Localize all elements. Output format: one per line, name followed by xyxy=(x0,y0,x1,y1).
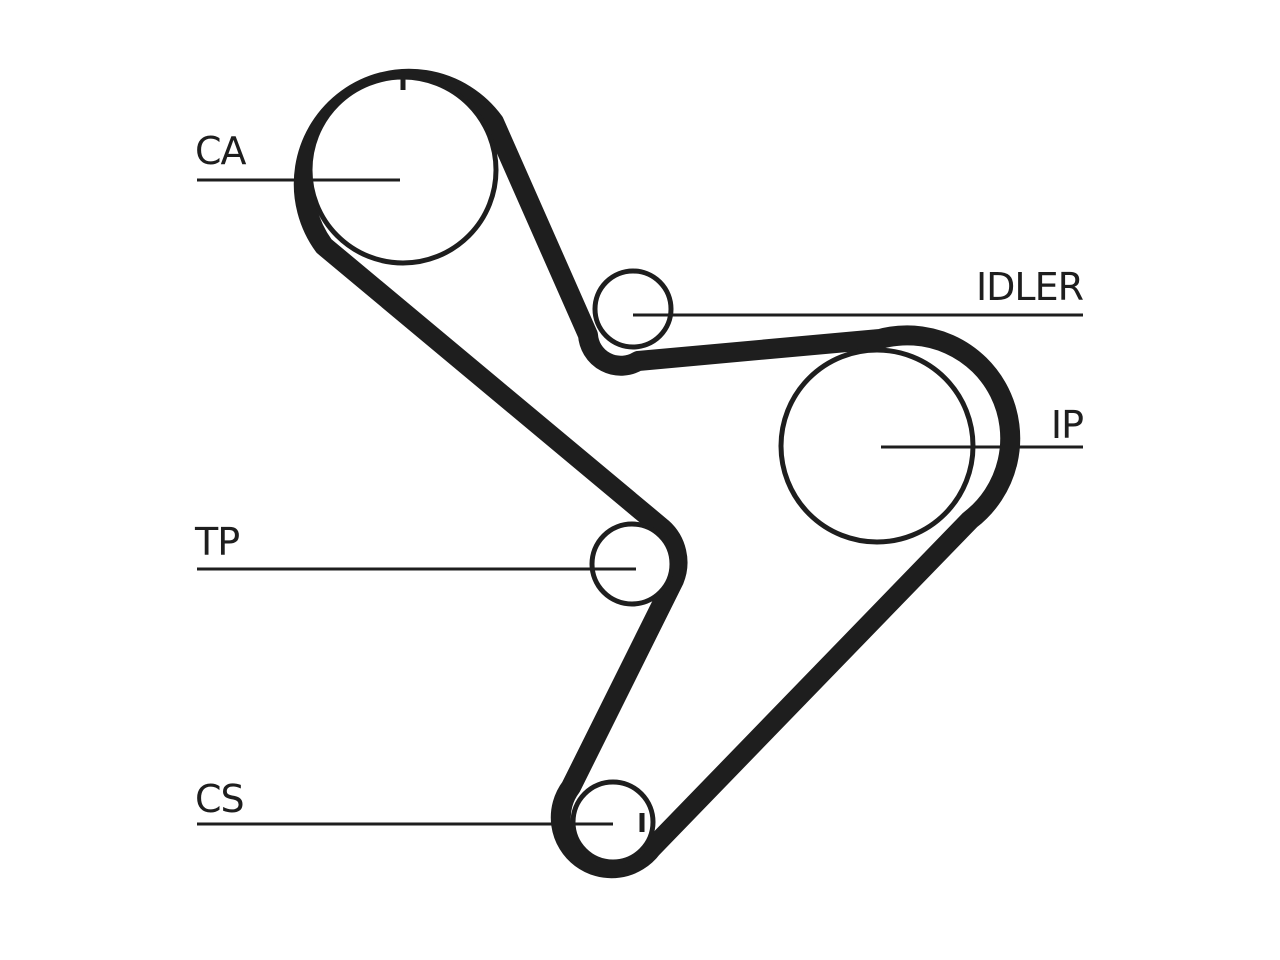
pulley-idler xyxy=(592,268,674,350)
label-cs: CS xyxy=(195,777,244,821)
label-tp: TP xyxy=(194,520,239,564)
pulley-camshaft xyxy=(307,74,499,266)
pulley-tensioner xyxy=(589,521,675,607)
pulley-crankshaft xyxy=(570,779,656,865)
label-ca: CA xyxy=(195,129,247,173)
label-idler: IDLER xyxy=(976,265,1084,309)
label-ip: IP xyxy=(1051,403,1083,447)
